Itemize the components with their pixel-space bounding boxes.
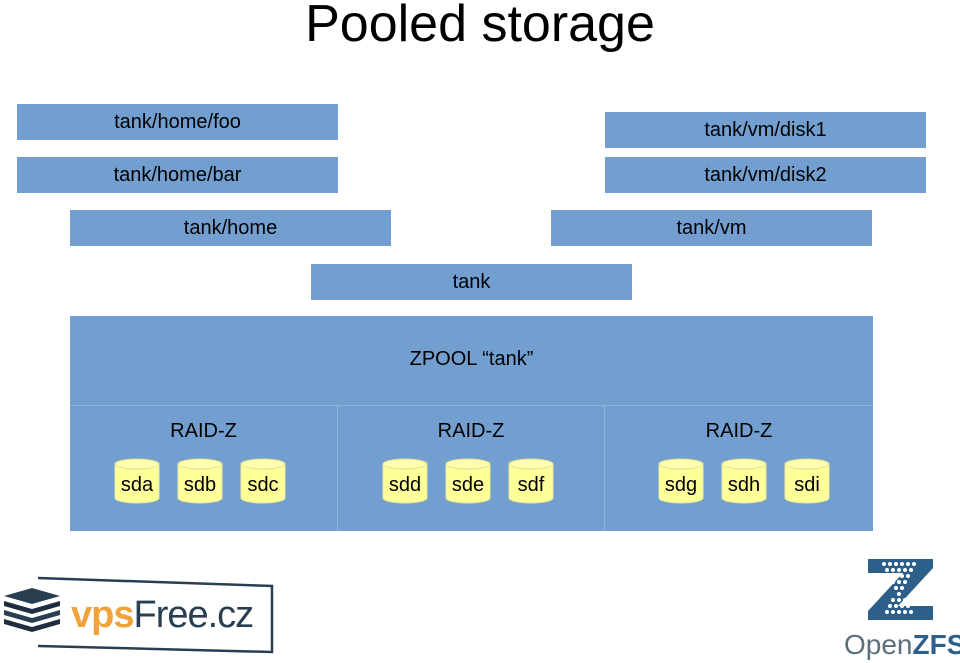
disk-sdg: sdg [658, 458, 704, 504]
dataset-tank-home: tank/home [70, 210, 391, 246]
zpool-box: ZPOOL “tank” RAID-Z sda sdb [70, 316, 873, 531]
disk-sde: sde [445, 458, 491, 504]
disk-label: sdi [794, 474, 820, 496]
disk-label: sde [451, 474, 485, 496]
vdev-label: RAID-Z [170, 420, 237, 442]
disk-sdf: sdf [508, 458, 554, 504]
disk-sda: sda [114, 458, 160, 504]
dataset-tank: tank [311, 264, 632, 300]
disk-sdh: sdh [721, 458, 767, 504]
openzfs-word-1: Open [844, 629, 913, 660]
openzfs-word-2: ZFS [912, 629, 960, 660]
disk-label: sdc [247, 474, 279, 496]
vpsfree-word-1: vps [71, 594, 134, 636]
disk-cylinder-icon [658, 458, 704, 504]
vpsfree-logo: vpsFree.cz [2, 572, 276, 656]
disk-cylinder-icon [445, 458, 491, 504]
disk-cylinder-icon [784, 458, 830, 504]
vdev-label: RAID-Z [705, 420, 773, 442]
disk-cylinder-icon [114, 458, 160, 504]
disk-cylinder-icon [240, 458, 286, 504]
disk-label: sdd [388, 474, 422, 496]
disk-cylinder-icon [721, 458, 767, 504]
dataset-tank-vm-disk2: tank/vm/disk2 [605, 157, 926, 193]
disk-sdd: sdd [382, 458, 428, 504]
disk-sdb: sdb [177, 458, 223, 504]
disk-label: sdb [183, 474, 217, 496]
dataset-tank-vm: tank/vm [551, 210, 872, 246]
dataset-tank-home-bar: tank/home/bar [17, 157, 338, 193]
vdev-label: RAID-Z [437, 420, 505, 442]
disk-cylinder-icon [177, 458, 223, 504]
openzfs-emblem-icon [868, 559, 933, 620]
vdev-raidz-1: RAID-Z sda sdb sdc [70, 405, 337, 531]
dataset-tank-vm-disk1: tank/vm/disk1 [605, 112, 926, 148]
dataset-tank-home-foo: tank/home/foo [17, 104, 338, 140]
disk-label: sdh [727, 474, 761, 496]
disk-sdi: sdi [784, 458, 830, 504]
disk-cylinder-icon [382, 458, 428, 504]
vpsfree-word-2: Free.cz [133, 594, 254, 636]
server-stack-icon [4, 576, 274, 654]
disk-label: sdf [517, 474, 545, 496]
disk-sdc: sdc [240, 458, 286, 504]
disk-cylinder-icon [508, 458, 554, 504]
vpsfree-wordmark: vpsFree.cz [71, 594, 254, 637]
disk-label: sdg [664, 474, 698, 496]
vdev-raidz-3: RAID-Z sdg sdh sdi [605, 405, 873, 531]
openzfs-wordmark: OpenZFS [844, 629, 960, 661]
page-title: Pooled storage [305, 0, 655, 53]
openzfs-logo: OpenZFS [838, 556, 960, 660]
zpool-label: ZPOOL “tank” [409, 348, 534, 370]
disk-label: sda [120, 474, 154, 496]
vdev-raidz-2: RAID-Z sdd sde sdf [337, 405, 605, 531]
